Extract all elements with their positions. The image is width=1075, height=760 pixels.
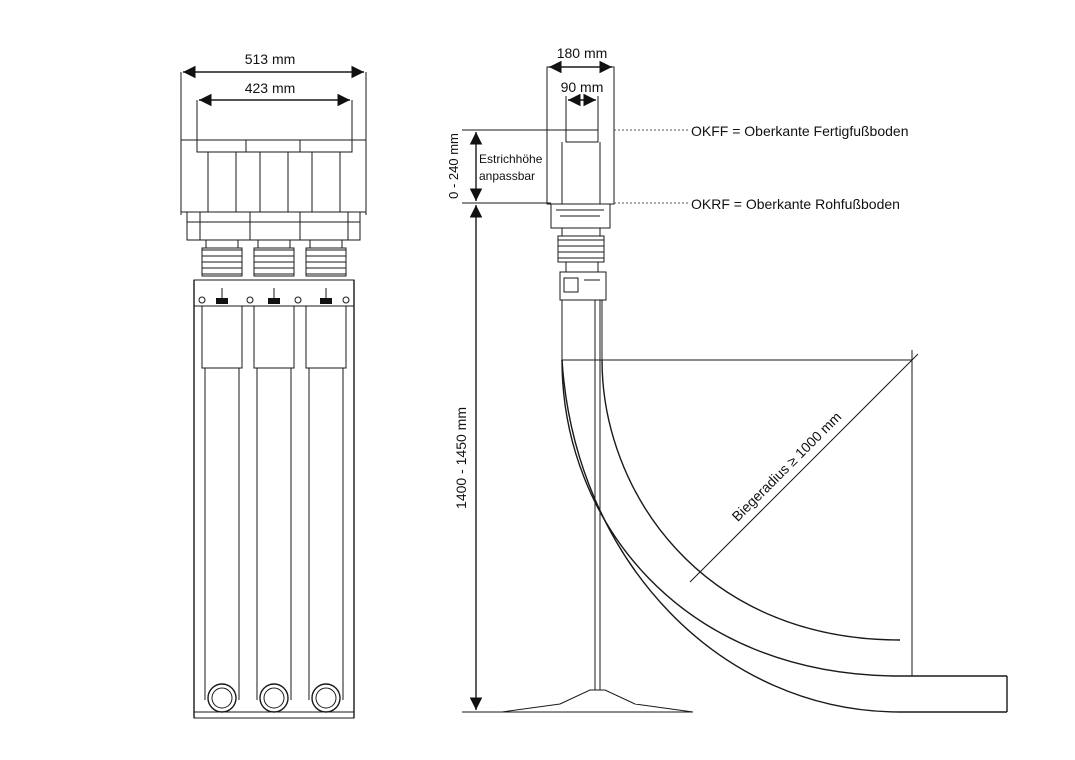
bent-pipe <box>561 359 1008 713</box>
bend-radius-label: Biegeradius ≥ 1000 mm <box>729 409 845 525</box>
dimension-label-423: 423 mm <box>245 80 296 96</box>
side-pipe <box>501 300 694 713</box>
floor-reference-lines: OKFF = Oberkante Fertigfußboden OKRF = O… <box>462 123 909 212</box>
dimension-label-513: 513 mm <box>245 51 296 67</box>
side-view: 180 mm 90 mm <box>446 45 1008 713</box>
front-housing <box>180 139 367 241</box>
dimension-label-90: 90 mm <box>561 79 604 95</box>
okff-label: OKFF = Oberkante Fertigfußboden <box>691 123 909 139</box>
dimension-side-width: 180 mm <box>549 45 612 74</box>
dimension-total-height: 1400 - 1450 mm <box>453 205 502 713</box>
screed-note-line2: anpassbar <box>479 169 535 183</box>
dimension-inner-width: 423 mm <box>196 80 353 140</box>
side-housing <box>546 66 615 361</box>
front-view: 513 mm 423 mm <box>180 51 367 719</box>
total-height-label: 1400 - 1450 mm <box>453 407 469 509</box>
screed-note-line1: Estrichhöhe <box>479 152 543 166</box>
dimension-label-180: 180 mm <box>557 45 608 61</box>
bend-radius-construction: Biegeradius ≥ 1000 mm <box>602 350 919 676</box>
dimension-screed-height: 0 - 240 mm Estrichhöhe anpassbar <box>446 132 543 201</box>
dimension-side-inner-width: 90 mm <box>561 79 604 130</box>
okrf-label: OKRF = Oberkante Rohfußboden <box>691 196 900 212</box>
front-bellows <box>201 239 347 277</box>
front-valve-bar <box>193 279 355 307</box>
screed-height-label: 0 - 240 mm <box>446 133 461 199</box>
front-pipes <box>193 280 355 719</box>
dimension-outer-width: 513 mm <box>180 51 367 215</box>
